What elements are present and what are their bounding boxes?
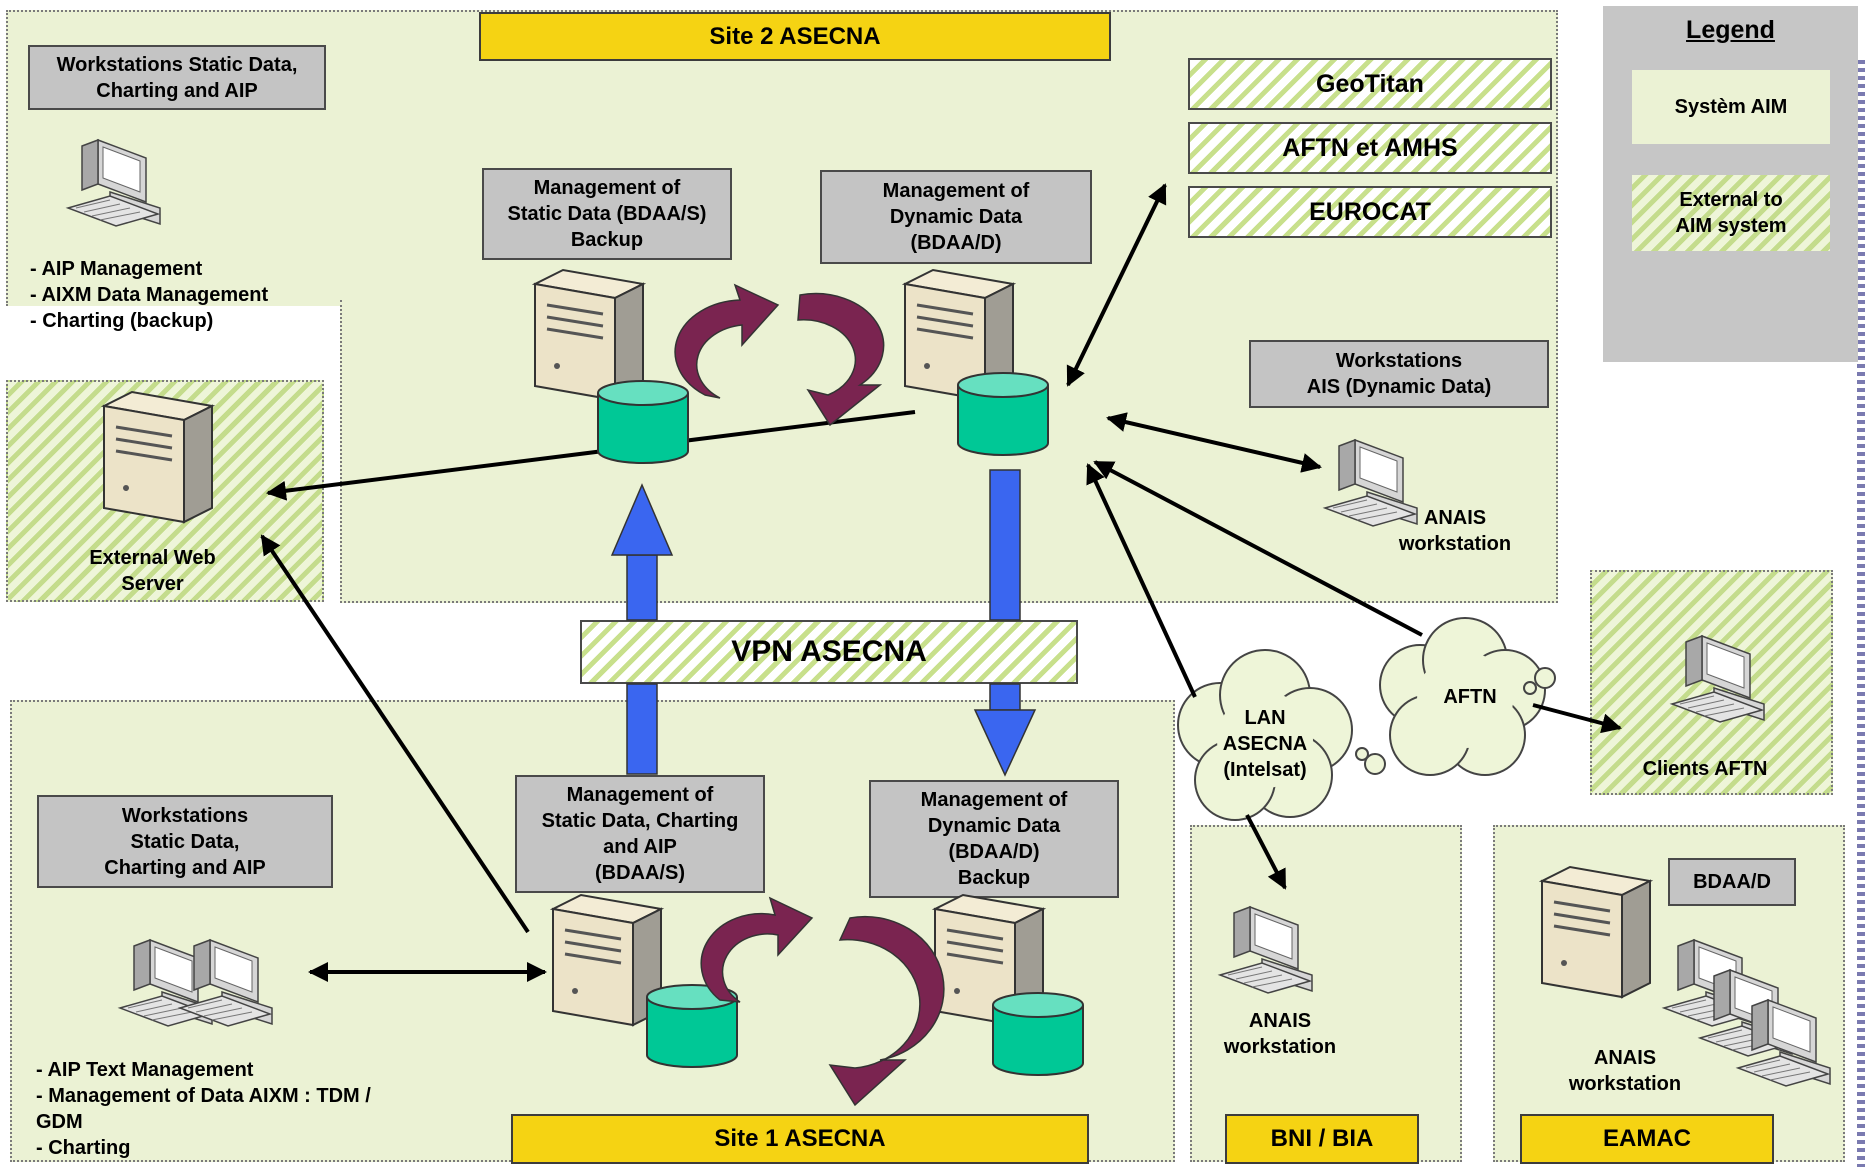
site1-workstations-label: Workstations Static Data, Charting and A… xyxy=(37,795,333,888)
vpn-download-arrow xyxy=(973,469,1037,777)
function-item: - Management of Data AIXM : TDM / xyxy=(36,1085,371,1107)
bni-anais-workstation-icon xyxy=(1219,906,1313,994)
external-web-server-icon xyxy=(102,390,214,524)
function-item: - AIP Management xyxy=(30,258,203,280)
site1-dynamic-db-icon xyxy=(992,992,1084,1076)
clients-aftn-workstation-icon xyxy=(1671,635,1765,723)
site2-sync-arrows xyxy=(674,283,885,427)
site1-title: Site 1 ASECNA xyxy=(511,1114,1089,1164)
aftn-cloud xyxy=(1379,617,1556,776)
bni-title: BNI / BIA xyxy=(1225,1114,1419,1164)
function-item: - AIP Text Management xyxy=(36,1059,254,1081)
site1-static-server-icon xyxy=(551,893,663,1027)
site2-static-server-icon xyxy=(533,268,645,402)
ais-anais-workstation-label: ANAIS workstation xyxy=(1398,507,1512,555)
lan-asecna-cloud xyxy=(1177,649,1386,821)
connection-arrows xyxy=(260,183,1622,982)
eamac-anais-workstation-label: ANAIS workstation xyxy=(1568,1047,1682,1095)
legend-title: Legend xyxy=(1686,16,1775,44)
external-system-aftn-amhs: AFTN et AMHS xyxy=(1188,122,1552,174)
eamac-title: EAMAC xyxy=(1520,1114,1774,1164)
page-edge-dashes xyxy=(1857,60,1865,1167)
aftn-cloud-label: AFTN xyxy=(1443,686,1497,708)
site2-workstation-functions: - AIP Management - AIXM Data Management … xyxy=(30,256,268,334)
function-item: - AIXM Data Management xyxy=(30,284,269,306)
external-system-geotitan: GeoTitan xyxy=(1188,58,1552,110)
site1-sync-arrows xyxy=(700,896,945,1107)
legend-external-swatch: External to AIM system xyxy=(1632,175,1830,251)
function-item: GDM xyxy=(36,1111,83,1133)
site2-workstation-icon xyxy=(67,139,161,227)
function-item: - Charting (backup) xyxy=(30,310,214,332)
site2-dynamic-db-icon xyxy=(957,372,1049,456)
external-system-eurocat: EUROCAT xyxy=(1188,186,1552,238)
site2-static-data-label: Management of Static Data (BDAA/S) Backu… xyxy=(482,168,732,260)
clients-aftn-label: Clients AFTN xyxy=(1642,758,1768,780)
site1-workstation-icon-2 xyxy=(179,939,273,1027)
eamac-workstation-icon-3 xyxy=(1737,999,1831,1087)
function-item: - Charting xyxy=(36,1137,131,1159)
vpn-asecna-box: VPN ASECNA xyxy=(580,620,1078,684)
site2-dynamic-data-label: Management of Dynamic Data (BDAA/D) xyxy=(820,170,1092,264)
eamac-db-label: BDAA/D xyxy=(1668,858,1796,906)
bni-anais-workstation-label: ANAIS workstation xyxy=(1223,1010,1337,1058)
ais-workstations-label: Workstations AIS (Dynamic Data) xyxy=(1249,340,1549,408)
external-web-server-label: External Web Server xyxy=(89,547,216,595)
bni-zone xyxy=(1190,825,1462,1162)
site1-workstation-functions: - AIP Text Management - Management of Da… xyxy=(36,1057,371,1161)
site1-static-data-label: Management of Static Data, Charting and … xyxy=(515,775,765,893)
site2-workstations-label: Workstations Static Data, Charting and A… xyxy=(28,45,326,110)
legend-aim-swatch: Systèm AIM xyxy=(1632,70,1830,144)
vpn-upload-arrow xyxy=(610,483,674,775)
site2-static-db-icon xyxy=(597,380,689,464)
site2-title: Site 2 ASECNA xyxy=(479,12,1111,61)
lan-asecna-label: LAN ASECNA (Intelsat) xyxy=(1222,707,1308,781)
site1-dynamic-data-label: Management of Dynamic Data (BDAA/D) Back… xyxy=(869,780,1119,898)
eamac-server-icon xyxy=(1540,865,1652,999)
